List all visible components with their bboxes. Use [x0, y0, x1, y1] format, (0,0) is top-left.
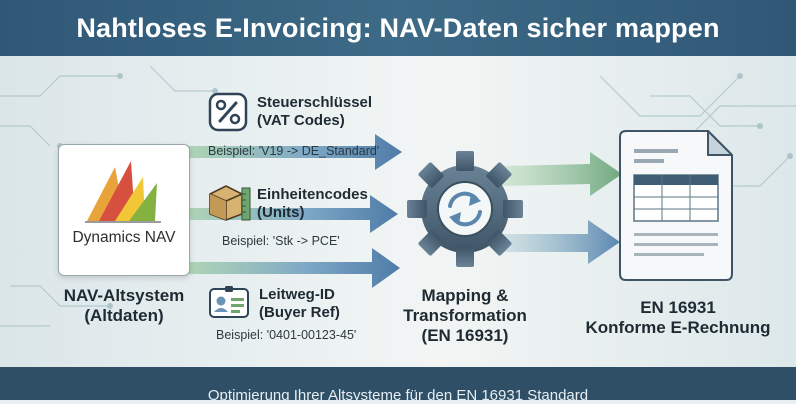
source-caption: NAV-Altsystem (Altdaten): [63, 286, 185, 325]
box-ruler-icon: [206, 182, 252, 222]
diagram-area: Dynamics NAV NAV-Altsystem (Altdaten) St…: [0, 56, 796, 367]
page-title: Nahtloses E-Invoicing: NAV-Daten sicher …: [76, 12, 720, 43]
product-name: Dynamics NAV: [72, 229, 176, 246]
transform-caption: Mapping & Transformation (EN 16931): [403, 286, 527, 345]
mapping-units-label: Einheitencodes (Units): [257, 186, 368, 221]
output-arrow-top: [500, 152, 622, 196]
mapping-buyer-example: Beispiel: '0401-00123-45': [216, 328, 357, 342]
document-invoice-icon: [619, 130, 733, 281]
id-card-icon: [208, 286, 250, 320]
mapping-vat-label: Steuerschlüssel (VAT Codes): [257, 94, 373, 129]
mapping-buyer-label: Leitweg-ID (Buyer Ref): [259, 286, 340, 321]
gear-sync-icon: [407, 151, 523, 267]
footer-text: Optimierung Ihrer Altsysteme für den EN …: [207, 387, 589, 404]
flow-graphics: [0, 65, 796, 327]
input-arrow-vat: [188, 134, 402, 170]
footer-bar: Optimierung Ihrer Altsysteme für den EN …: [0, 367, 796, 404]
target-caption: EN 16931 Konforme E-Rechnung: [585, 298, 771, 337]
mapping-units-example: Beispiel: 'Stk -> PCE': [222, 234, 340, 248]
percent-icon: [208, 92, 248, 132]
input-arrow-buyer: [188, 248, 400, 288]
output-arrow-bottom: [500, 220, 620, 264]
input-arrow-units: [188, 195, 398, 233]
nav-system-card: Dynamics NAV: [58, 144, 190, 276]
header-banner: Nahtloses E-Invoicing: NAV-Daten sicher …: [0, 0, 796, 56]
mapping-vat-example: Beispiel: 'V19 -> DE_Standard': [208, 144, 380, 158]
dynamics-nav-logo-icon: [85, 161, 161, 223]
